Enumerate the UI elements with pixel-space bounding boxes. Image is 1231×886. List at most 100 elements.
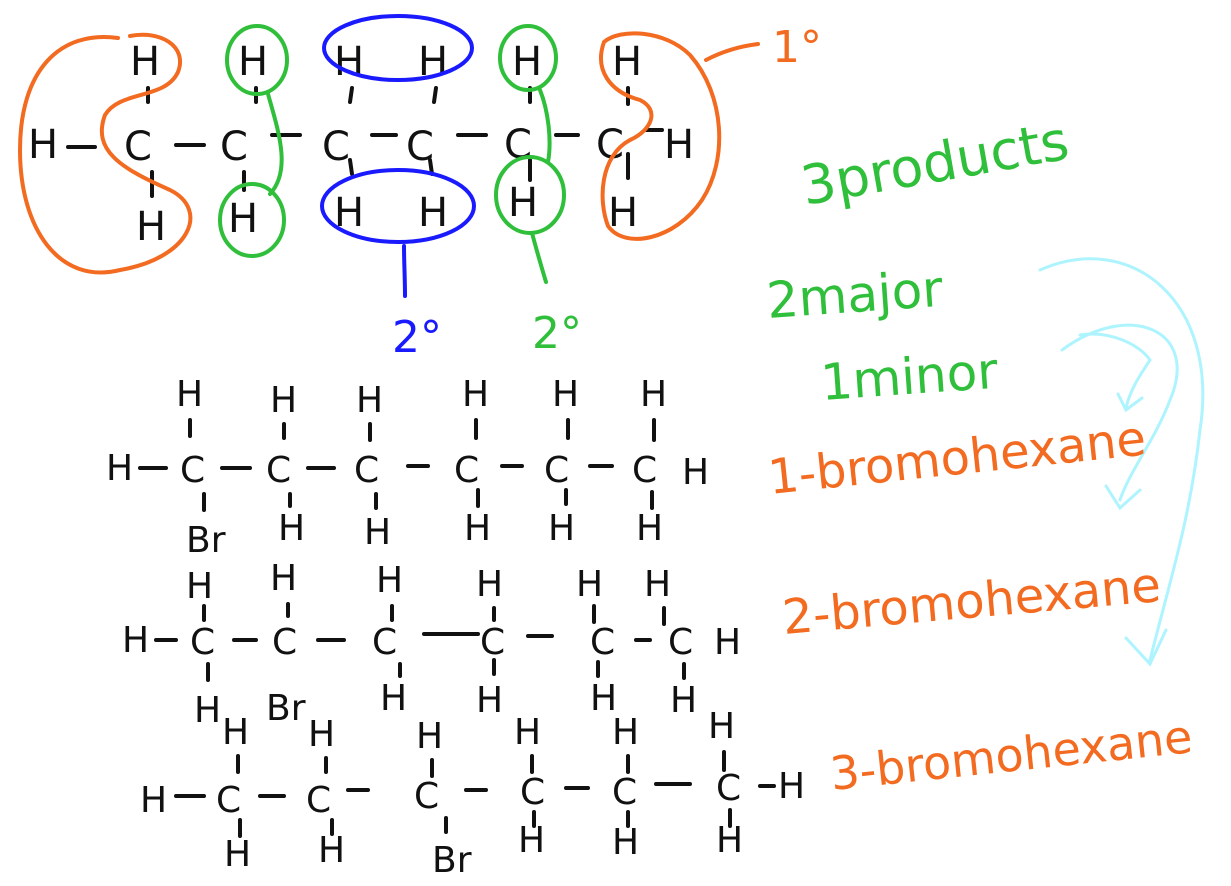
arrow-minor-head [1104,484,1142,511]
hexane-c-3: C [322,124,350,170]
p3-h-bottom-5: H [612,822,639,863]
secondary-label-blue: 2° [392,312,442,363]
arrow-top-head [1116,392,1144,413]
p1-c-1: C [180,450,205,491]
green-circle-bottom-c2 [218,182,286,258]
hexane-h-left: H [28,122,58,168]
green-tag-connector [530,231,548,284]
p3-h-top-3: H [416,716,443,757]
product-name-1: 1-bromohexane [765,411,1148,506]
p2-h-top-3: H [376,560,403,601]
p2-c-6: C [668,622,693,663]
blue-tag-connector [402,244,407,298]
p1-h-bottom-4: H [464,508,491,549]
p2-c-2: C [272,622,297,663]
p3-h-bottom-2: H [318,830,345,871]
p2-h-top-5: H [576,564,603,605]
arrow-top [1078,332,1152,410]
p3-c-5: C [612,772,637,813]
product-name-2: 2-bromohexane [780,557,1163,646]
p2-h-bottom-5: H [590,678,617,719]
green-circle-top-c2 [225,24,289,96]
hexane-h-top-5: H [512,39,542,85]
p1-h-bottom-5: H [548,508,575,549]
p1-c-3: C [354,450,379,491]
primary-circle-left [17,32,193,275]
product-notes: 3products 2major 1minor [765,109,1074,412]
p3-h-top-1: H [222,712,249,753]
p2-c-3: C [372,622,397,663]
p3-h-top-2: H [308,714,335,755]
p2-h-bottom-6: H [670,680,697,721]
product-1-structure: H H H H H H H C C C C C C H Br H H H H [106,374,709,561]
p1-h-bottom-3: H [364,512,391,553]
product-2-structure: H H H H H H H C C C C C C H H Br H H H [122,558,741,731]
p1-h-bottom-2: H [278,508,305,549]
p1-c-6: C [632,450,657,491]
hexane-structure: H H H H H H H C C C C C C H H [28,39,694,250]
p1-h-top-1: H [176,374,203,415]
p1-h-top-2: H [270,380,297,421]
p3-h-bottom-6: H [716,820,743,861]
p2-h-top-2: H [270,558,297,599]
secondary-hydrogen-circles-green [218,24,566,284]
p2-h-top-4: H [476,564,503,605]
p2-c-1: C [190,622,215,663]
note-arrows [1038,257,1205,667]
p2-h-left: H [122,620,149,661]
p2-h-right: H [714,622,741,663]
hexane-h-bottom-2: H [228,196,258,242]
hexane-h-bottom-1: H [136,204,166,250]
green-connector-c5 [538,88,552,164]
product-names: 1-bromohexane 2-bromohexane 3-bromohexan… [765,411,1194,801]
green-connector-c2 [266,92,284,196]
p1-c-2: C [266,450,291,491]
p3-h-top-5: H [612,712,639,753]
green-circle-top-c5 [498,24,558,92]
p3-c-3: C [414,776,439,817]
hexane-h-top-2: H [238,39,268,85]
hexane-h-bottom-6: H [608,190,638,236]
primary-hydrogen-circles [17,31,760,275]
hexane-h-top-1: H [130,39,160,85]
p3-c-6: C [716,768,741,809]
minor-product-note: 1minor [819,342,1000,412]
p2-h-bottom-3: H [380,678,407,719]
products-count-note: 3products [796,109,1073,218]
p3-h-top-4: H [514,712,541,753]
arrow-minor [1060,323,1179,502]
p1-h-bottom-6: H [636,508,663,549]
hexane-h-bottom-5: H [508,180,538,226]
primary-label: 1° [772,22,822,73]
p2-h-bottom-1: H [194,690,221,731]
hexane-h-top-6: H [612,39,642,85]
p3-h-bottom-1: H [224,834,251,875]
p3-h-right: H [778,766,805,807]
product-3-structure: H H H H H H H C C C C C C H H H Br H [140,706,805,881]
p3-br: Br [432,840,472,881]
hexane-h-bottom-4: H [418,190,448,236]
p2-br: Br [266,688,306,729]
arrow-major [1038,257,1205,662]
p1-h-top-4: H [462,374,489,415]
p1-h-left: H [106,448,133,489]
p3-h-left: H [140,780,167,821]
p1-h-top-6: H [640,374,667,415]
arrow-major-head [1124,628,1168,667]
major-products-note: 2major [765,260,945,330]
product-name-3: 3-bromohexane [828,709,1195,801]
p1-br: Br [186,520,226,561]
p2-h-bottom-4: H [476,680,503,721]
p2-c-5: C [590,622,615,663]
hexane-h-right: H [664,122,694,168]
hexane-c-1: C [124,124,152,170]
p1-h-right: H [682,452,709,493]
blue-circle-bottom [320,168,476,244]
primary-circle-right [599,31,722,241]
p1-h-top-5: H [552,374,579,415]
p3-h-bottom-4: H [518,820,545,861]
hexane-c-2: C [220,124,248,170]
p3-c-1: C [216,780,241,821]
